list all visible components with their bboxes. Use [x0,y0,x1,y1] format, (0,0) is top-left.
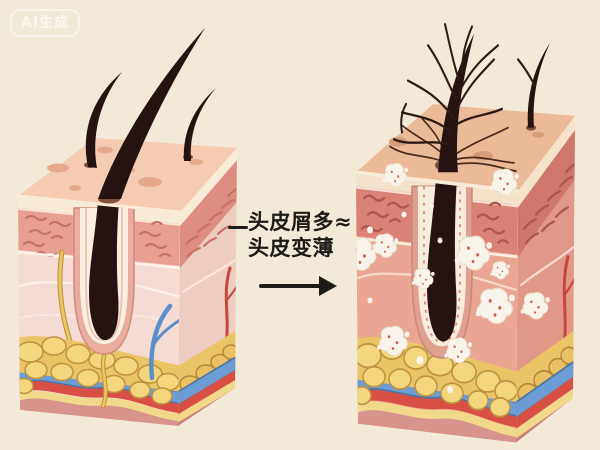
caption-line-1: 头皮屑多≈ [248,210,353,234]
side-face [516,115,575,443]
damaged-scalp-block [354,23,575,443]
arrow-head [319,276,337,296]
side-face [178,148,237,426]
ai-generated-watermark: AI生成 [10,9,81,37]
front-face [18,196,180,426]
vein [149,303,180,381]
damaged-hairs [393,23,550,173]
nerve-strand-2 [100,353,108,409]
dandruff-flakes [356,204,516,394]
fat-cells [18,336,180,405]
fat-cells [356,337,518,418]
arrow-shaft [259,284,322,288]
hair-follicle [73,200,135,355]
caption-line-2: 头皮变薄 [248,236,334,260]
front-face [356,172,518,443]
right-arrow-icon [259,276,339,296]
scalp-surface [354,104,575,197]
healthy-hairs [85,28,216,199]
hair-follicle [411,176,473,359]
watermark-label: AI生成 [21,15,70,31]
caption-text: 头皮屑多≈ 头皮变薄 [248,209,358,261]
healthy-scalp-block [16,28,237,426]
connector-line [228,226,248,229]
